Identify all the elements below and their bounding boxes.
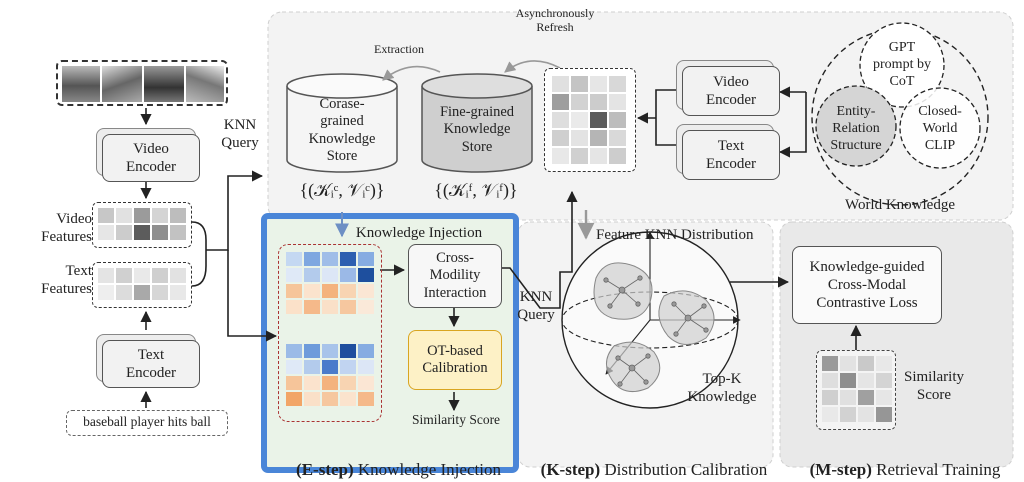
fine-formula: {(𝒦ᵢᶠ, 𝒱ᵢᶠ)} — [434, 180, 518, 200]
contrastive-loss-box: Knowledge-guided Cross-Modal Contrastive… — [792, 246, 942, 324]
mstep-footer-text: Retrieval Training — [871, 460, 1001, 480]
knn-sphere — [561, 231, 741, 409]
mstep-similarity-grid — [822, 356, 892, 422]
estep-similarity-score: Similarity Score — [411, 412, 501, 427]
left-video-encoder: Video Encoder — [102, 134, 200, 182]
world-video-encoder: Video Encoder — [682, 66, 780, 116]
mstep-footer: (M-step) Retrieval Training — [780, 440, 1013, 482]
left-text-encoder: Text Encoder — [102, 340, 200, 388]
cross-modality-box: Cross- Modility Interaction — [408, 244, 502, 308]
feature-knn-label: Feature KNN Distribution — [596, 227, 754, 243]
video-features-label: Video Features — [41, 211, 92, 245]
kstep-footer-bold: (K-step) — [540, 460, 601, 480]
world-knowledge-label: World Knowledge — [844, 197, 956, 213]
fine-store-cylinder — [421, 73, 533, 173]
estep-footer-text: Knowledge Injection — [353, 460, 501, 480]
text-features-box — [92, 262, 192, 308]
video-features-grid — [98, 208, 186, 240]
coarse-store-cylinder — [286, 73, 398, 173]
knn-query-top: KNN Query — [221, 117, 259, 151]
caption-text: baseball player hits ball — [83, 414, 211, 429]
estep-footer-bold: (E-step) — [296, 460, 354, 480]
text-features-label: Text Features — [41, 263, 92, 297]
entity-label: Entity- Relation Structure — [830, 104, 882, 153]
extraction-label: Extraction — [374, 42, 424, 56]
estep-title: Knowledge Injection — [355, 225, 483, 241]
injection-matrix-bottom — [286, 344, 374, 406]
closed-world-label: Closed- World CLIP — [918, 104, 962, 153]
coarse-store-label: Corase- grained Knowledge Store — [308, 96, 376, 165]
world-text-encoder: Text Encoder — [682, 130, 780, 180]
caption-box — [66, 410, 228, 436]
injection-matrix-top — [286, 252, 374, 314]
coarse-formula: {(𝒦ᵢᶜ, 𝒱ᵢᶜ)} — [299, 180, 385, 200]
injection-matrix-box — [278, 244, 382, 422]
gpt-label: GPT prompt by CoT — [873, 40, 931, 89]
async-refresh-label: Asynchronously Refresh — [515, 6, 595, 35]
topk-label: Top-K Knowledge — [687, 371, 757, 405]
knn-query-mid: KNN Query — [517, 289, 555, 323]
video-features-box — [92, 202, 192, 248]
mstep-similarity-label: Similarity Score — [904, 369, 964, 403]
ot-calibration-box: OT-based Calibration — [408, 330, 502, 390]
knowledge-matrix-grid — [552, 76, 626, 164]
mstep-footer-bold: (M-step) — [809, 460, 872, 480]
kstep-footer-text: Distribution Calibration — [600, 460, 768, 480]
kstep-footer: (K-step) Distribution Calibration — [518, 440, 773, 482]
estep-footer: (E-step) Knowledge Injection — [268, 440, 512, 482]
text-features-grid — [98, 268, 186, 300]
video-frames — [56, 60, 228, 106]
fine-store-label: Fine-grained Knowledge Store — [439, 104, 515, 155]
